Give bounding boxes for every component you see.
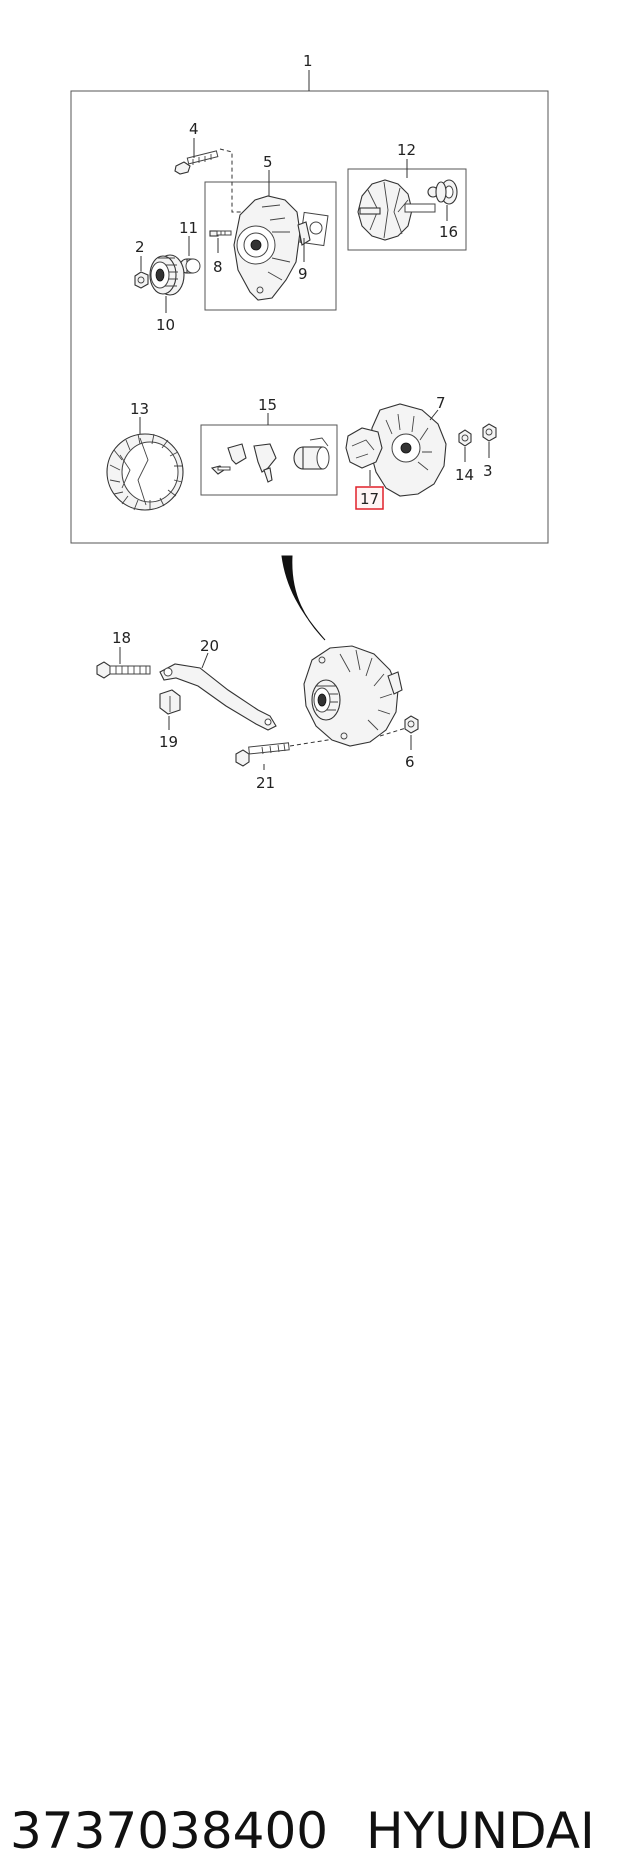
callout-5: 5 bbox=[263, 153, 273, 171]
nut-3 bbox=[482, 423, 497, 442]
callout-8: 8 bbox=[213, 258, 223, 276]
nut-14 bbox=[458, 429, 472, 447]
bracket-20 bbox=[159, 663, 277, 731]
bolt-21 bbox=[235, 742, 290, 767]
bolt-4 bbox=[174, 150, 219, 175]
part-number: 3737038400 bbox=[10, 1802, 329, 1860]
brush-holder-15 bbox=[210, 437, 330, 483]
callout-12: 12 bbox=[397, 141, 416, 159]
front-housing-frame bbox=[204, 181, 337, 311]
callout-4: 4 bbox=[189, 120, 199, 138]
callout-11: 11 bbox=[179, 219, 198, 237]
callout-16: 16 bbox=[439, 223, 458, 241]
footer: 3737038400 HYUNDAI bbox=[0, 900, 620, 1856]
brush-holder-frame bbox=[200, 424, 338, 496]
nut-6 bbox=[404, 715, 419, 734]
pulley-10 bbox=[149, 254, 185, 296]
callout-9: 9 bbox=[298, 265, 308, 283]
callout-20: 20 bbox=[200, 637, 219, 655]
bolt-18 bbox=[96, 661, 151, 679]
stator-13 bbox=[106, 433, 184, 511]
nut-2 bbox=[134, 271, 149, 289]
rear-housing-7 bbox=[345, 403, 447, 497]
assembly-arrow bbox=[281, 555, 326, 641]
callout-2: 2 bbox=[135, 238, 145, 256]
screw-8 bbox=[209, 230, 232, 237]
callout-17: 17 bbox=[360, 490, 379, 508]
callout-7: 7 bbox=[436, 394, 446, 412]
callout-17-highlight bbox=[355, 486, 384, 510]
front-housing-5 bbox=[233, 195, 329, 301]
callout-15: 15 bbox=[258, 396, 277, 414]
alternator-exploded-diagram: 1 4 5 9 8 bbox=[70, 52, 549, 792]
callout-10: 10 bbox=[156, 316, 175, 334]
callout-19: 19 bbox=[159, 733, 178, 751]
brand-name: HYUNDAI bbox=[366, 1802, 595, 1860]
block-19 bbox=[159, 689, 181, 715]
callout-3: 3 bbox=[483, 462, 493, 480]
callout-21: 21 bbox=[256, 774, 275, 792]
callout-1: 1 bbox=[303, 52, 313, 70]
bearing-16 bbox=[435, 179, 458, 205]
callout-6: 6 bbox=[405, 753, 415, 771]
callout-14: 14 bbox=[455, 466, 474, 484]
rotor-12 bbox=[357, 179, 439, 241]
callout-13: 13 bbox=[130, 400, 149, 418]
callout-18: 18 bbox=[112, 629, 131, 647]
alternator-assembled bbox=[303, 645, 403, 747]
